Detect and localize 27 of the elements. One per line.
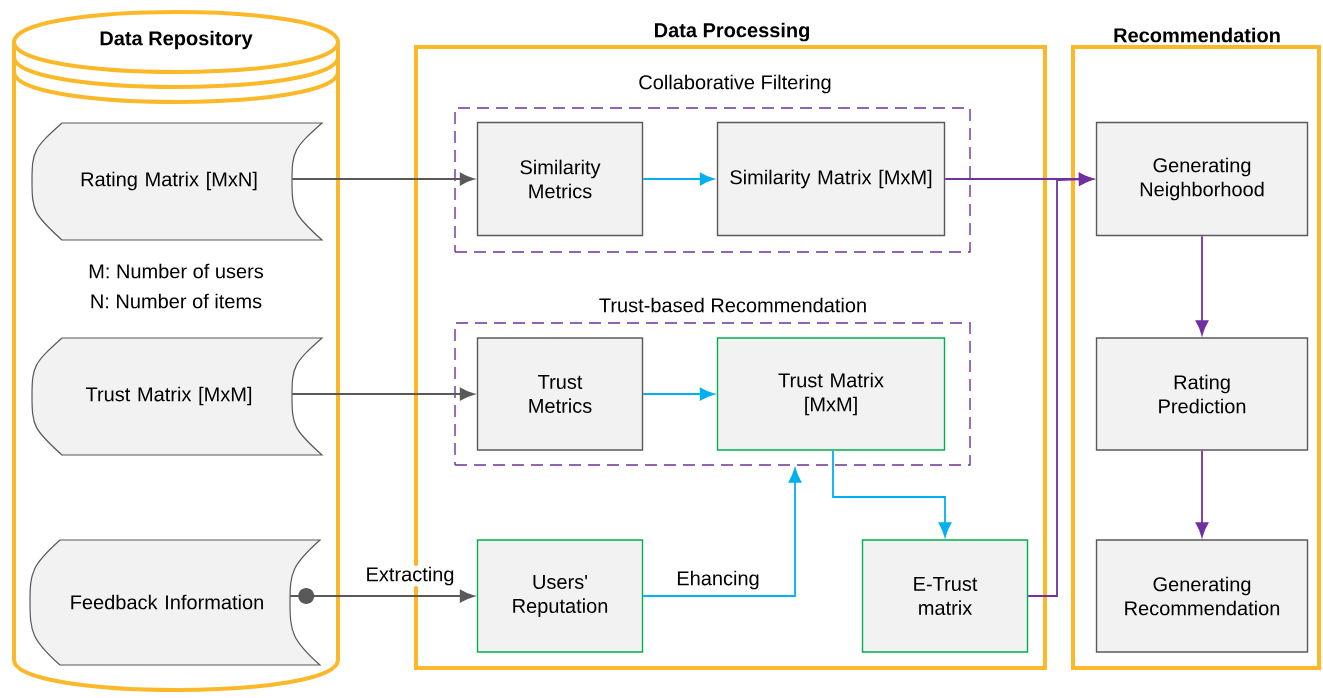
arrow — [1027, 173, 1094, 597]
arrow — [642, 468, 802, 597]
arrow — [642, 172, 715, 186]
process-box: Trust Metrics — [476, 337, 644, 451]
process-box: Generating Neighborhood — [1095, 121, 1309, 237]
arrow — [291, 387, 475, 401]
process-box: Similarity Matrix [MxM] — [716, 121, 946, 237]
node-label: Data Processing — [654, 22, 809, 42]
process-box: Rating Prediction — [1095, 337, 1309, 451]
arrow — [1195, 449, 1209, 537]
process-box: Similarity Metrics — [476, 121, 644, 237]
edge-label: Extracting — [364, 565, 456, 587]
note-text: N: Number of items — [91, 293, 262, 309]
process-box: Users' Reputation — [476, 539, 644, 653]
arrow — [642, 387, 715, 401]
process-box: E-Trust matrix — [861, 539, 1029, 653]
arrow — [1195, 235, 1209, 335]
process-box: Generating Recommendation — [1095, 539, 1309, 653]
node-label: Collaborative Filtering — [639, 74, 831, 94]
note-text: M: Number of users — [89, 263, 264, 279]
arrow — [291, 172, 475, 186]
node-label: Recommendation — [1114, 27, 1280, 43]
arrow — [289, 588, 475, 604]
edge-label: Ehancing — [675, 569, 761, 591]
process-box: Trust Matrix [MxM] — [716, 337, 946, 451]
arrow — [832, 449, 952, 537]
node-label: Trust-based Recommendation — [599, 297, 866, 313]
